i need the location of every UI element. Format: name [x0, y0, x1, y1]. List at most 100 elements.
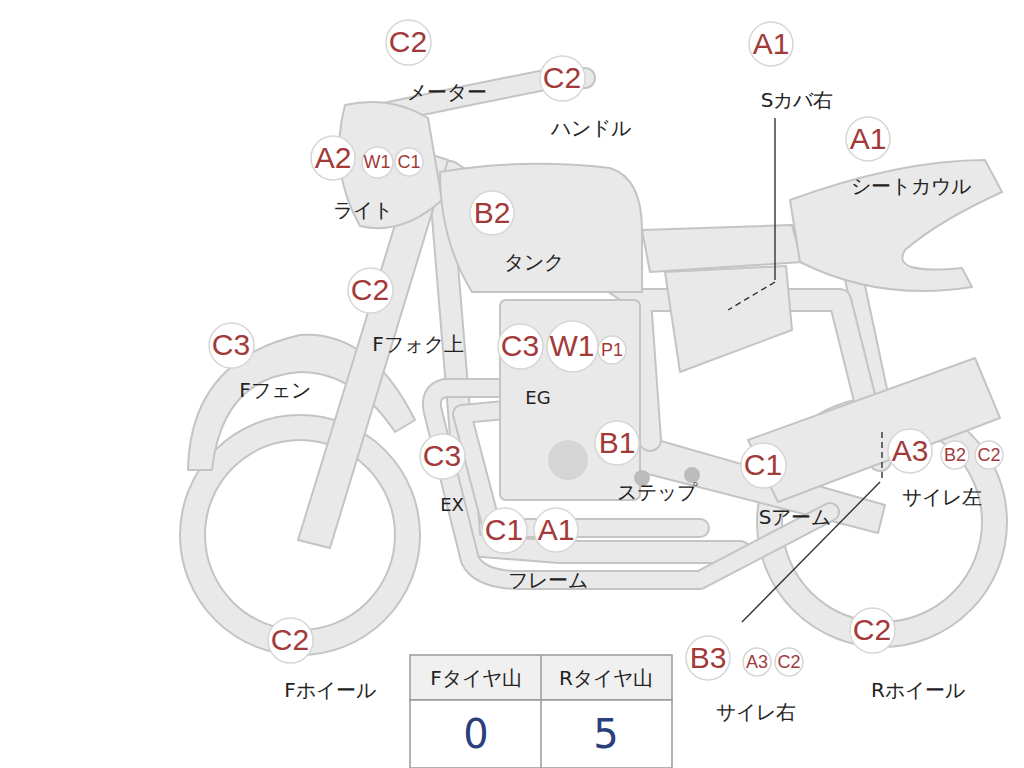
muffler	[748, 358, 1000, 502]
circle-shape	[395, 148, 423, 176]
part-name: Fホイール	[284, 679, 376, 701]
engine-case	[548, 440, 588, 480]
grade-code: C1	[744, 450, 782, 480]
circle-shape	[741, 443, 786, 488]
seat	[642, 225, 802, 272]
part-name: Fフォク上	[372, 333, 464, 355]
grade-circle: B2	[940, 440, 970, 470]
grade-code: A1	[538, 515, 575, 545]
leader-line	[774, 118, 775, 280]
tread-table	[410, 655, 672, 768]
part-name: Sカバ右	[761, 89, 834, 111]
grade-circle: A1	[748, 21, 794, 67]
part-name: Fフェン	[239, 379, 311, 401]
grade-code: C1	[485, 515, 523, 545]
grade-code: C2	[389, 27, 427, 57]
part-name: フレーム	[508, 569, 588, 591]
grade-code: C2	[777, 653, 800, 671]
seat-cowl	[790, 160, 1002, 291]
grade-circle: C2	[774, 647, 804, 677]
circle-shape	[775, 648, 803, 676]
leader-line	[742, 482, 880, 622]
grade-code: B3	[690, 643, 727, 673]
grade-circle: B2	[469, 190, 515, 236]
grade-code: A2	[315, 143, 352, 173]
part-name: メーター	[407, 81, 487, 103]
grade-circle: B3	[685, 635, 731, 681]
fuel-tank	[440, 164, 642, 292]
grade-circle: C2	[385, 19, 432, 66]
circle-shape	[534, 508, 578, 552]
grade-code: C2	[271, 625, 309, 655]
circle-shape	[268, 618, 313, 663]
grade-code: C3	[423, 441, 461, 471]
grade-circle: B1	[594, 420, 640, 466]
grade-circle: C2	[267, 617, 314, 664]
circle-shape	[209, 323, 254, 368]
grade-circle: A2	[310, 135, 356, 181]
side-cover	[665, 266, 792, 372]
part-name: サイレ右	[716, 701, 796, 723]
circle-shape	[686, 636, 730, 680]
grade-circle: P1	[597, 335, 627, 365]
circle-shape	[595, 421, 639, 465]
grade-code: C3	[212, 330, 250, 360]
circle-shape	[941, 441, 969, 469]
part-name: Sアーム	[759, 506, 832, 528]
grade-code: B2	[944, 446, 966, 464]
circle-shape	[850, 608, 895, 653]
grade-code: W1	[364, 153, 391, 171]
grade-circle: C3	[419, 433, 466, 480]
circle-shape	[846, 117, 890, 161]
table-header-cell: Fタイヤ山	[430, 667, 522, 689]
table-divider	[540, 655, 542, 768]
circle-shape	[598, 336, 626, 364]
circle-shape	[547, 321, 598, 372]
circle-shape	[749, 22, 793, 66]
circle-shape	[975, 441, 1003, 469]
leader-line	[728, 282, 775, 310]
circle-shape	[498, 324, 543, 369]
circle-shape	[482, 508, 527, 553]
part-name: Rホイール	[871, 679, 965, 701]
part-name: タンク	[504, 251, 564, 273]
grade-code: C2	[351, 275, 389, 305]
leader-line	[881, 432, 882, 478]
part-name: シートカウル	[851, 175, 971, 197]
grade-circle: A3	[887, 428, 933, 474]
grade-code: B2	[474, 198, 511, 228]
grade-code: B1	[599, 428, 636, 458]
circle-shape	[386, 20, 431, 65]
part-name: ハンドル	[551, 117, 631, 139]
grade-circle: C2	[849, 607, 896, 654]
circle-shape	[348, 268, 393, 313]
grade-circle: W1	[546, 320, 599, 373]
grade-circle: C3	[497, 323, 544, 370]
grade-code: W1	[550, 331, 595, 361]
circle-shape	[470, 191, 514, 235]
table-header-cell: Rタイヤ山	[559, 667, 653, 689]
grade-circle: C1	[481, 507, 528, 554]
grade-circle: C1	[394, 147, 424, 177]
grade-circle: A1	[845, 116, 891, 162]
grade-circle: C1	[740, 442, 787, 489]
grade-code: C3	[501, 331, 539, 361]
grade-code: C1	[397, 153, 420, 171]
grade-circle: C3	[208, 322, 255, 369]
tread-value: 5	[593, 712, 618, 756]
part-name: サイレ左	[902, 486, 982, 508]
part-name: ライト	[333, 199, 393, 221]
part-name: EX	[440, 495, 464, 515]
grade-code: A3	[746, 653, 768, 671]
grade-circle: A1	[533, 507, 579, 553]
part-name: EG	[525, 388, 550, 408]
grade-code: P1	[601, 341, 623, 359]
grade-code: A1	[753, 29, 790, 59]
grade-circle: C2	[347, 267, 394, 314]
grade-code: A3	[892, 436, 929, 466]
grade-code: C2	[977, 446, 1000, 464]
circle-shape	[420, 434, 465, 479]
tread-value: 0	[463, 712, 488, 756]
circle-shape	[311, 136, 355, 180]
